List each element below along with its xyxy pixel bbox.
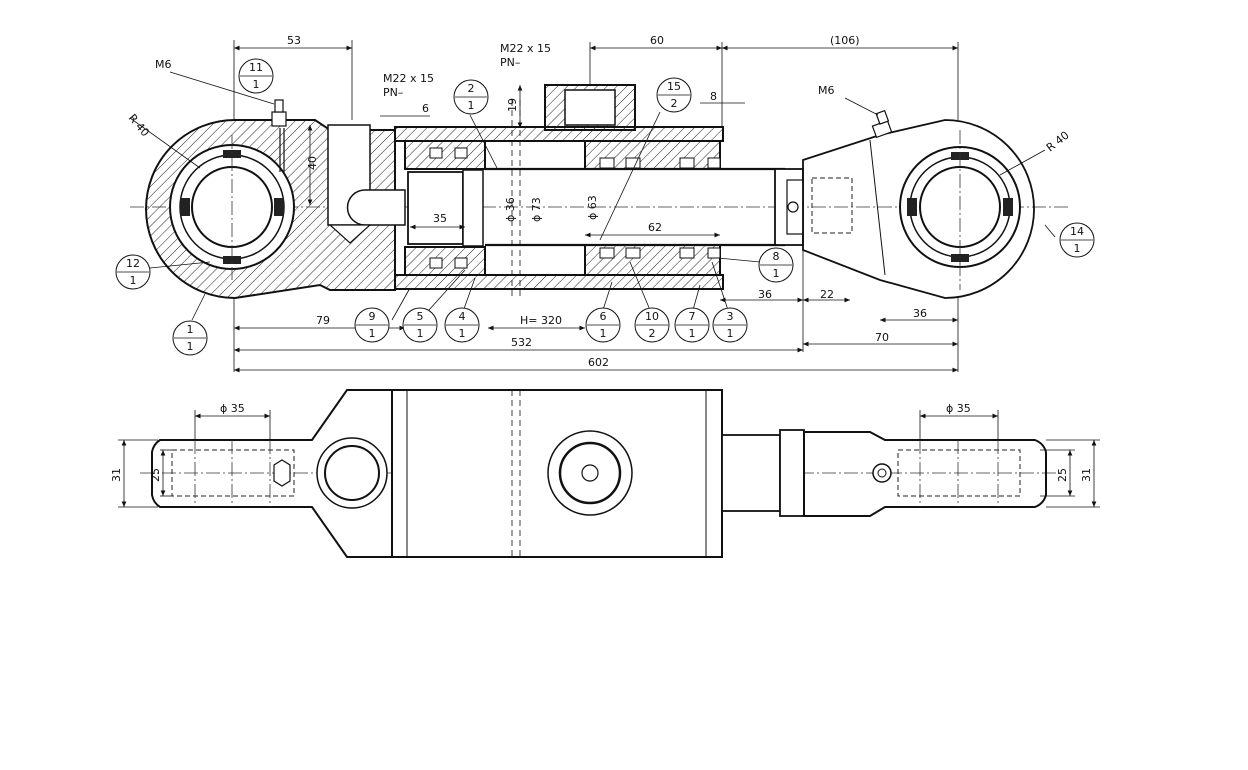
svg-text:14: 14 [1070,225,1084,238]
cylinder-barrel [394,84,724,300]
right-rod-eye [787,109,1035,299]
svg-text:10: 10 [645,310,659,323]
balloon-6: 61 [585,307,621,343]
svg-text:1: 1 [130,274,137,287]
balloon-1: 11 [172,320,208,356]
svg-text:1: 1 [187,340,194,353]
dim-602: 602 [588,356,609,369]
svg-text:3: 3 [727,310,734,323]
svg-text:5: 5 [417,310,424,323]
svg-text:8: 8 [773,250,780,263]
svg-text:2: 2 [671,97,678,110]
dim-70: 70 [875,331,889,344]
svg-text:11: 11 [249,61,263,74]
svg-text:1: 1 [459,327,466,340]
section-view: 53 60 (106) 8 6 19 40 35 62 ϕ 36 ϕ 73 ϕ … [115,34,1095,373]
svg-text:1: 1 [727,327,734,340]
gland-head [584,140,721,276]
left-clevis-eye [145,99,406,300]
dim-phi35-left: ϕ 35 [220,402,245,415]
svg-text:2: 2 [649,327,656,340]
balloon-5: 51 [402,307,438,343]
svg-text:1: 1 [600,327,607,340]
balloon-8: 81 [758,247,794,283]
svg-text:1: 1 [253,78,260,91]
dim-phi36: ϕ 36 [504,197,517,222]
balloon-10: 102 [634,307,670,343]
svg-text:7: 7 [689,310,696,323]
dim-31-right: 31 [1080,468,1093,482]
piston [404,140,486,276]
balloon-7: 71 [674,307,710,343]
rod-plan [721,434,781,512]
dim-106: (106) [830,34,860,47]
balloon-15: 152 [656,77,692,113]
svg-text:12: 12 [126,257,140,270]
svg-text:9: 9 [369,310,376,323]
svg-text:15: 15 [667,80,681,93]
dim-phi35-right: ϕ 35 [946,402,971,415]
dim-36a: 36 [758,288,772,301]
svg-text:1: 1 [468,99,475,112]
dim-60: 60 [650,34,664,47]
dimension-lines-top [129,40,1056,373]
label-thread-left-2: PN– [383,86,403,99]
balloon-3: 31 [712,307,748,343]
label-m6-right: M6 [818,84,835,97]
balloon-4: 41 [444,307,480,343]
svg-text:6: 6 [600,310,607,323]
dim-19: 19 [506,98,519,112]
dim-62: 62 [648,221,662,234]
svg-text:1: 1 [417,327,424,340]
right-tang [803,431,1047,517]
svg-text:1: 1 [1074,242,1081,255]
svg-text:1: 1 [187,323,194,336]
label-m6-left: M6 [155,58,172,71]
dim-31-left: 31 [110,468,123,482]
label-thread-left-1: M22 x 15 [383,72,434,85]
dim-8: 8 [710,90,717,103]
label-r40-right: R 40 [1044,129,1072,155]
label-r40-left: R 40 [126,112,152,140]
dim-25-right: 25 [1056,468,1069,482]
balloon-9: 91 [354,307,390,343]
svg-text:4: 4 [459,310,466,323]
plan-view: ϕ 35 ϕ 35 31 25 25 31 [110,389,1100,558]
part-balloons: 111 21 152 121 11 81 141 91 51 41 61 102… [115,58,1095,356]
dimension-text-top: 53 60 (106) 8 6 19 40 35 62 ϕ 36 ϕ 73 ϕ … [126,34,1072,369]
svg-text:1: 1 [369,327,376,340]
dim-22: 22 [820,288,834,301]
label-thread-top-1: M22 x 15 [500,42,551,55]
balloon-12: 121 [115,254,151,290]
label-thread-top-2: PN– [500,56,520,69]
svg-text:1: 1 [773,267,780,280]
balloon-2: 21 [453,79,489,115]
dim-phi73: ϕ 73 [530,197,543,222]
dim-25-left: 25 [149,468,162,482]
dim-40: 40 [306,156,319,170]
balloon-14: 141 [1059,222,1095,258]
dim-532: 532 [511,336,532,349]
dim-35: 35 [433,212,447,225]
dim-6: 6 [422,102,429,115]
dim-phi63: ϕ 63 [586,195,599,220]
dim-79: 79 [316,314,330,327]
balloon-11: 111 [238,58,274,94]
dim-h320: H= 320 [520,314,562,327]
dim-36b: 36 [913,307,927,320]
svg-text:1: 1 [689,327,696,340]
dim-53: 53 [287,34,301,47]
svg-text:2: 2 [468,82,475,95]
